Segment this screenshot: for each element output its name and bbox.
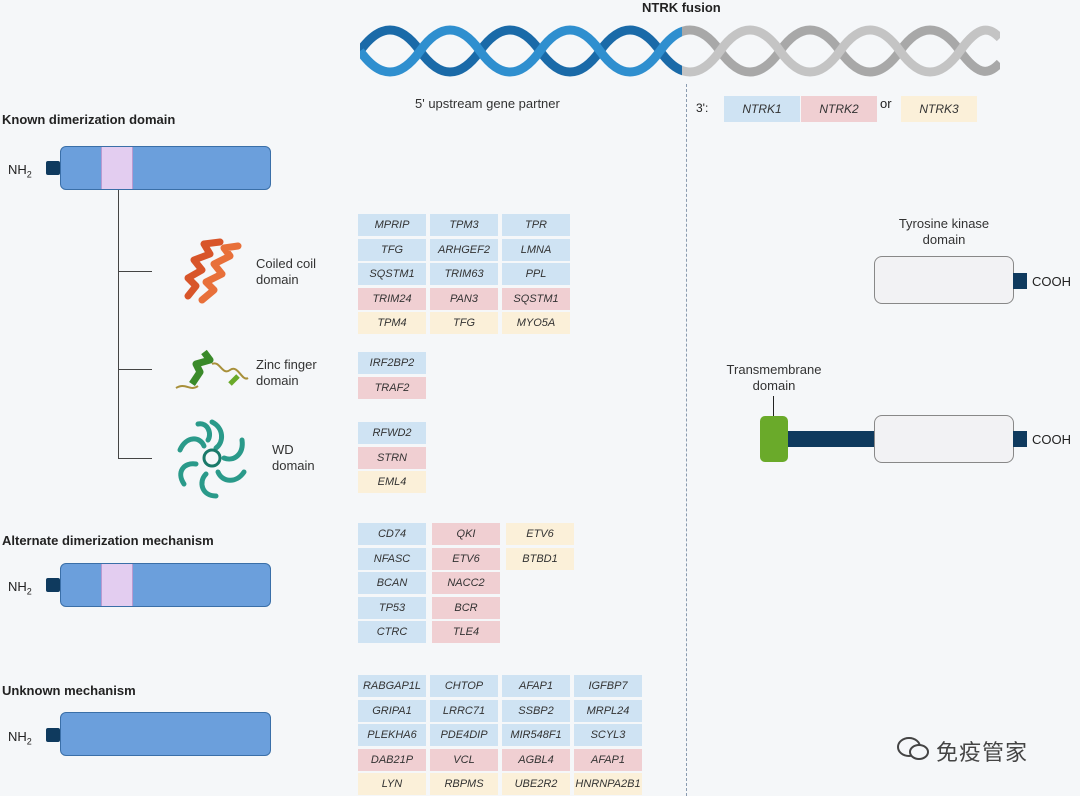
gene-cell: TFG <box>358 238 426 261</box>
gene-cell: PLEKHA6 <box>358 724 426 746</box>
gene-cell: SQSTM1 <box>502 287 570 310</box>
nh2-stub-known <box>46 161 60 175</box>
or-label: or <box>880 96 892 111</box>
transmembrane-pointer <box>773 396 774 426</box>
wd-label: WD domain <box>272 442 315 473</box>
gene-cell: LYN <box>358 773 426 795</box>
gene-cell: BCAN <box>358 572 426 594</box>
ntrk1-box: NTRK1 <box>724 96 800 122</box>
cooh-stub-top <box>1013 273 1027 289</box>
coiled-coil-label: Coiled coil domain <box>256 256 316 287</box>
gene-cell: AFAP1 <box>574 748 642 771</box>
gene-cell: IGFBP7 <box>574 675 642 697</box>
gene-cell: MYO5A <box>502 312 570 334</box>
tyrosine-kinase-label: Tyrosine kinase domain <box>898 216 990 247</box>
wd-domain-icon <box>177 419 247 499</box>
gene-cell: QKI <box>432 523 500 545</box>
tree-trunk <box>118 190 119 458</box>
gene-cell: LMNA <box>502 238 570 261</box>
gene-cell: NFASC <box>358 547 426 570</box>
zinc-finger-label: Zinc finger domain <box>256 357 317 388</box>
gene-cell: VCL <box>430 748 498 771</box>
gene-cell: AFAP1 <box>502 675 570 697</box>
zinc-finger-icon <box>175 349 249 389</box>
tree-branch-coiled <box>118 271 152 272</box>
nh2-label-known: NH2 <box>8 162 32 180</box>
gene-cell: ARHGEF2 <box>430 238 498 261</box>
gene-cell: IRF2BP2 <box>358 352 426 374</box>
gene-cell: TPM3 <box>430 214 498 236</box>
cooh-label-top: COOH <box>1032 274 1071 289</box>
receptor-linker <box>788 431 876 447</box>
watermark-text: 免疫管家 <box>936 740 1029 765</box>
gene-cell: TP53 <box>358 596 426 619</box>
gene-cell: AGBL4 <box>502 748 570 771</box>
gene-cell: EML4 <box>358 471 426 493</box>
gene-cell: MPRIP <box>358 214 426 236</box>
tree-branch-zinc <box>118 369 152 370</box>
ntrk3-box: NTRK3 <box>901 96 977 122</box>
gene-cell: SCYL3 <box>574 724 642 746</box>
three-prime-label: 3': <box>696 101 709 115</box>
gene-cell: TRIM63 <box>430 263 498 285</box>
gene-cell: MIR548F1 <box>502 724 570 746</box>
gene-cell: HNRNPA2B1 <box>574 773 642 795</box>
gene-cell: RBPMS <box>430 773 498 795</box>
gene-cell: UBE2R2 <box>502 773 570 795</box>
protein-bar-unknown <box>60 712 271 756</box>
gene-cell: TRIM24 <box>358 287 426 310</box>
divider-dashed <box>686 84 687 796</box>
dna-helix-graphic <box>360 25 1000 77</box>
transmembrane-label: Transmembrane domain <box>726 362 822 393</box>
gene-cell: RABGAP1L <box>358 675 426 697</box>
protein-bar-known <box>60 146 271 190</box>
section-known-title: Known dimerization domain <box>2 112 176 127</box>
ntrk2-box: NTRK2 <box>801 96 877 122</box>
coiled-coil-icon <box>184 238 242 304</box>
gene-cell: ETV6 <box>506 523 574 545</box>
gene-cell: RFWD2 <box>358 422 426 444</box>
section-unknown-title: Unknown mechanism <box>2 683 136 698</box>
tyrosine-kinase-box <box>874 256 1014 304</box>
gene-cell: TLE4 <box>432 621 500 643</box>
nh2-label-unknown: NH2 <box>8 729 32 747</box>
gene-cell: PAN3 <box>430 287 498 310</box>
gene-cell: TRAF2 <box>358 376 426 399</box>
gene-cell: STRN <box>358 446 426 469</box>
gene-cell: PPL <box>502 263 570 285</box>
tree-branch-wd <box>118 458 152 459</box>
gene-cell: TPR <box>502 214 570 236</box>
nh2-label-alternate: NH2 <box>8 579 32 597</box>
cooh-stub-bottom <box>1013 431 1027 447</box>
gene-cell: TPM4 <box>358 312 426 334</box>
gene-cell: NACC2 <box>432 572 500 594</box>
gene-cell: BCR <box>432 596 500 619</box>
receptor-kinase-box <box>874 415 1014 463</box>
gene-cell: MRPL24 <box>574 699 642 722</box>
gene-cell: CHTOP <box>430 675 498 697</box>
gene-cell: SSBP2 <box>502 699 570 722</box>
gene-cell: TFG <box>430 312 498 334</box>
gene-cell: CTRC <box>358 621 426 643</box>
nh2-stub-alternate <box>46 578 60 592</box>
protein-bar-alternate <box>60 563 271 607</box>
nh2-stub-unknown <box>46 728 60 742</box>
gene-cell: ETV6 <box>432 547 500 570</box>
gene-cell: SQSTM1 <box>358 263 426 285</box>
gene-cell: PDE4DIP <box>430 724 498 746</box>
figure-title: NTRK fusion <box>642 0 721 15</box>
upstream-partner-label: 5' upstream gene partner <box>415 96 560 111</box>
section-alternate-title: Alternate dimerization mechanism <box>2 533 214 548</box>
transmembrane-segment <box>760 416 788 462</box>
gene-cell: LRRC71 <box>430 699 498 722</box>
gene-cell: GRIPA1 <box>358 699 426 722</box>
gene-cell: CD74 <box>358 523 426 545</box>
cooh-label-bottom: COOH <box>1032 432 1071 447</box>
wechat-logo-icon <box>897 737 929 760</box>
gene-cell: BTBD1 <box>506 547 574 570</box>
gene-cell: DAB21P <box>358 748 426 771</box>
